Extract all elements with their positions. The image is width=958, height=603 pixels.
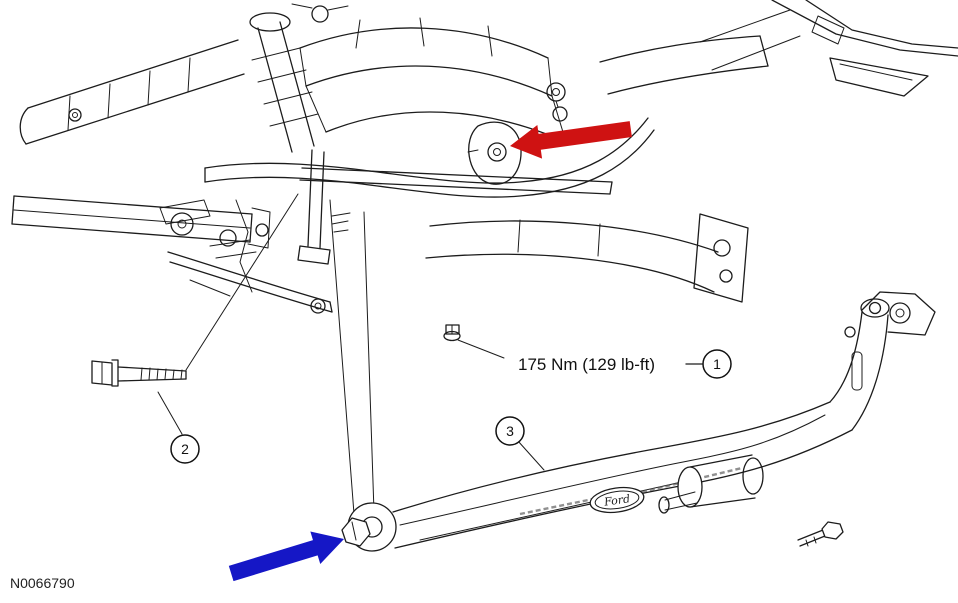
engine-cradle-curves <box>291 3 567 143</box>
leader-frame-to-bushing-a <box>329 199 355 515</box>
shock-absorber <box>249 12 319 153</box>
center-link-hardware <box>297 149 351 265</box>
small-bolt-lower-right <box>797 521 844 547</box>
radius-rod <box>299 167 613 195</box>
leader-frame-to-bushing-b <box>363 211 375 513</box>
part-number: N0066790 <box>10 575 75 591</box>
leader-callout2 <box>157 391 183 435</box>
frame-left-rail <box>19 39 245 145</box>
stabilizer-bar <box>204 117 655 198</box>
frame-lower-left-member <box>11 195 271 249</box>
torque-annotation: 175 Nm (129 lb-ft) <box>518 355 703 374</box>
ford-logo: Ford <box>589 486 645 514</box>
blue-arrow <box>228 531 344 582</box>
leader-torque-bolt <box>457 339 505 359</box>
arm-bushing-nut <box>341 517 371 547</box>
leader-bolt2-to-frame <box>185 193 299 371</box>
arm-stamped-text <box>519 496 599 516</box>
leader-lines <box>157 193 545 515</box>
subframe-arm <box>425 213 749 303</box>
bolt-pair <box>546 82 568 122</box>
torque-label: 175 Nm (129 lb-ft) <box>518 355 655 374</box>
callout-1: 1 <box>702 349 732 379</box>
steering-knuckle-cluster <box>159 199 333 314</box>
callout-3: 3 <box>495 416 525 446</box>
arm-pivot-bracket <box>467 121 522 185</box>
ford-logo-text: Ford <box>602 492 631 509</box>
arm-bushing-eye <box>341 502 397 552</box>
frame-corner-piece <box>771 0 958 97</box>
callout-1-number: 1 <box>713 356 721 372</box>
lower-control-arm <box>392 291 936 549</box>
callout-2: 2 <box>170 434 200 464</box>
red-arrow <box>510 121 632 159</box>
flange-bolt-item-1 <box>443 324 461 342</box>
arm-rear-bracket <box>861 291 936 336</box>
red-arrow-shape <box>510 121 632 159</box>
callout-3-number: 3 <box>506 423 514 439</box>
blue-arrow-shape <box>228 531 344 582</box>
frame-upper-right-members <box>599 9 801 95</box>
bolt-item-2 <box>91 359 187 387</box>
leader-callout3 <box>517 440 545 471</box>
arm-cylindrical-bushing <box>658 454 764 514</box>
callout-2-number: 2 <box>181 441 189 457</box>
